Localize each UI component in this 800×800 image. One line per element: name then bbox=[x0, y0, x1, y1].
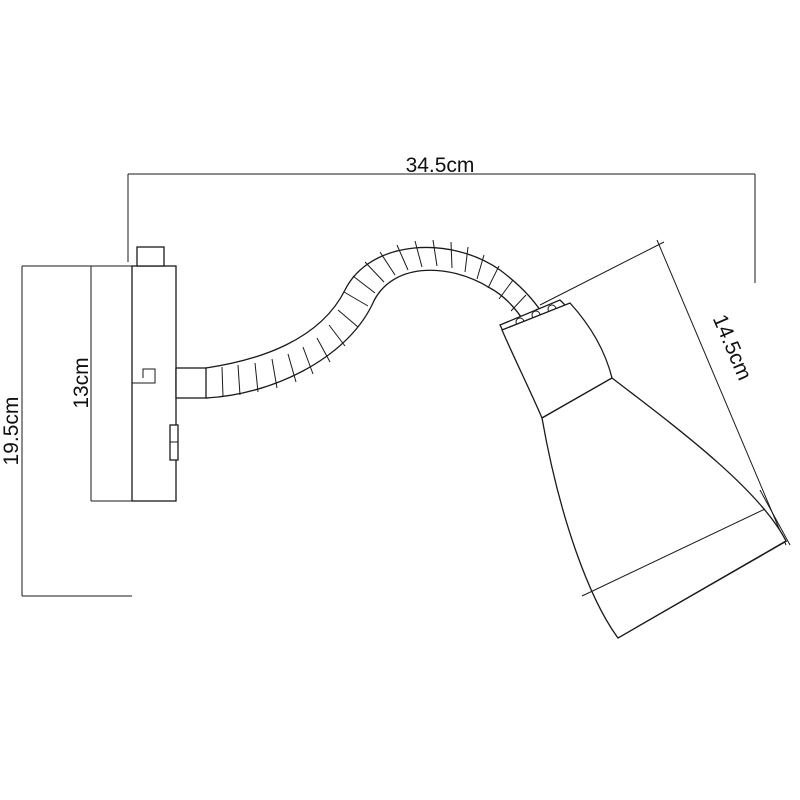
label-total-height: 19.5cm bbox=[0, 397, 23, 466]
label-arm-length: 14.5cm bbox=[708, 311, 756, 383]
dimension-base-height: 13cm bbox=[70, 266, 132, 502]
lamp-shade bbox=[541, 377, 787, 639]
mount-slot bbox=[131, 366, 156, 384]
gooseneck-arm bbox=[205, 239, 546, 399]
dimension-total-height: 19.5cm bbox=[0, 265, 132, 597]
shade-rim-line bbox=[581, 508, 766, 597]
label-base-height: 13cm bbox=[70, 357, 93, 408]
dimension-total-width: 34.5cm bbox=[127, 154, 756, 283]
label-total-width: 34.5cm bbox=[406, 154, 475, 177]
wall-mount-base bbox=[131, 246, 209, 502]
lamp-head bbox=[499, 299, 787, 639]
arm-joint bbox=[175, 367, 209, 399]
gooseneck-outline bbox=[205, 246, 546, 399]
top-knob bbox=[136, 246, 165, 267]
